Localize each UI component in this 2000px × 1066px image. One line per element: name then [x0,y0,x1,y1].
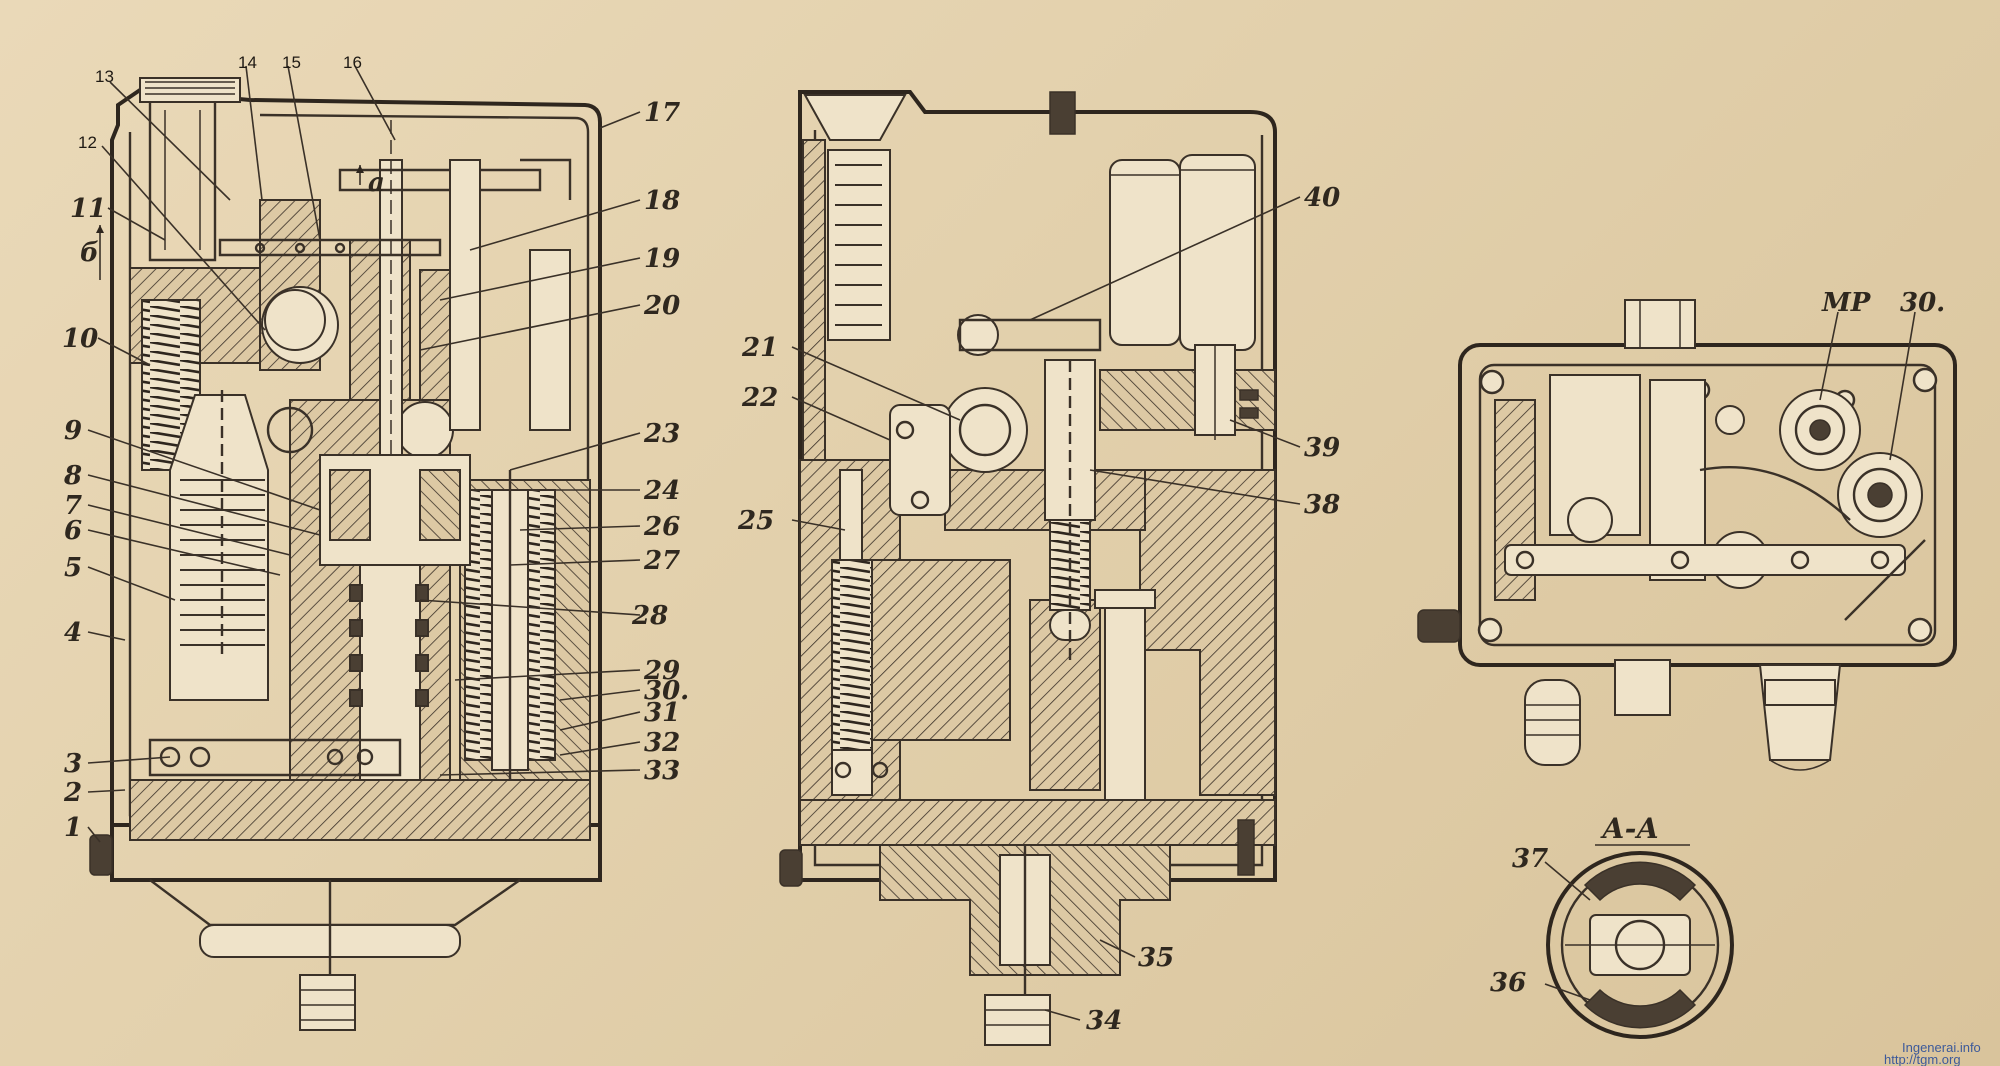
callout-33: 33 [644,756,681,786]
middle-section-view [779,90,1277,1046]
right-top-view [1417,299,1957,771]
callout-31: 31 [644,698,681,728]
callout-16: 16 [343,53,362,72]
callout-30-left: 30. [644,676,690,706]
callout-32: 32 [644,728,681,758]
callout-34: 34 [1086,1006,1123,1036]
callout-27: 27 [644,546,681,576]
middle-bottom-nut [984,994,1051,1046]
callout-3: 3 [64,749,83,779]
lower-lever [148,738,402,777]
callout-mp: МР [1822,288,1871,318]
callout-30-right: 30. [1900,288,1946,318]
callout-12: 12 [78,133,97,152]
callout-8: 8 [64,461,83,491]
callout-6: 6 [64,516,83,546]
callout-19: 19 [644,244,681,274]
callout-28: 28 [632,601,669,631]
callout-20: 20 [644,291,681,321]
callout-17: 17 [644,98,681,128]
callout-15: 15 [282,53,301,72]
section-outer-ring [1546,851,1734,1039]
callout-2: 2 [64,778,83,808]
callout-36: 36 [1490,968,1527,998]
cylinder-right [1179,154,1256,351]
section-label: А-А [1602,812,1660,845]
callout-26: 26 [644,512,681,542]
right-horizontal-bar [1504,544,1906,576]
section-a-a-view [1546,844,1734,1039]
left-spring [141,299,201,471]
callout-25: 25 [738,506,775,536]
callout-23: 23 [644,419,681,449]
watermark-line1: Ingenerai.info [1902,1040,1981,1055]
callout-35: 35 [1138,943,1175,973]
callout-21: 21 [742,333,779,363]
callout-7: 7 [64,491,83,521]
callout-37: 37 [1512,844,1549,874]
callout-5: 5 [64,553,83,583]
dimension-a: а [368,168,385,198]
callout-10: 10 [62,324,99,354]
middle-left-spring [831,559,873,751]
middle-eccentric [942,387,1028,473]
callout-11: 11 [70,194,107,224]
callout-13: 13 [95,67,114,86]
callout-22: 22 [742,383,779,413]
dimension-b: б [80,238,99,268]
callout-1: 1 [64,813,83,843]
callout-39: 39 [1304,433,1341,463]
callout-14: 14 [238,53,257,72]
callout-24: 24 [644,476,681,506]
callout-4: 4 [64,618,83,648]
callout-40: 40 [1304,183,1341,213]
watermark-line2: http://tgm.org [1884,1052,1961,1066]
left-section-view [89,77,602,1031]
leader-lines [87,65,1916,1021]
callout-9: 9 [64,416,83,446]
right-housing-outline [1458,343,1957,667]
callout-18: 18 [644,186,681,216]
callout-29: 29 [644,656,681,686]
callout-38: 38 [1304,490,1341,520]
left-bottom-nut [299,974,356,1031]
cylinder-left [1109,159,1181,346]
